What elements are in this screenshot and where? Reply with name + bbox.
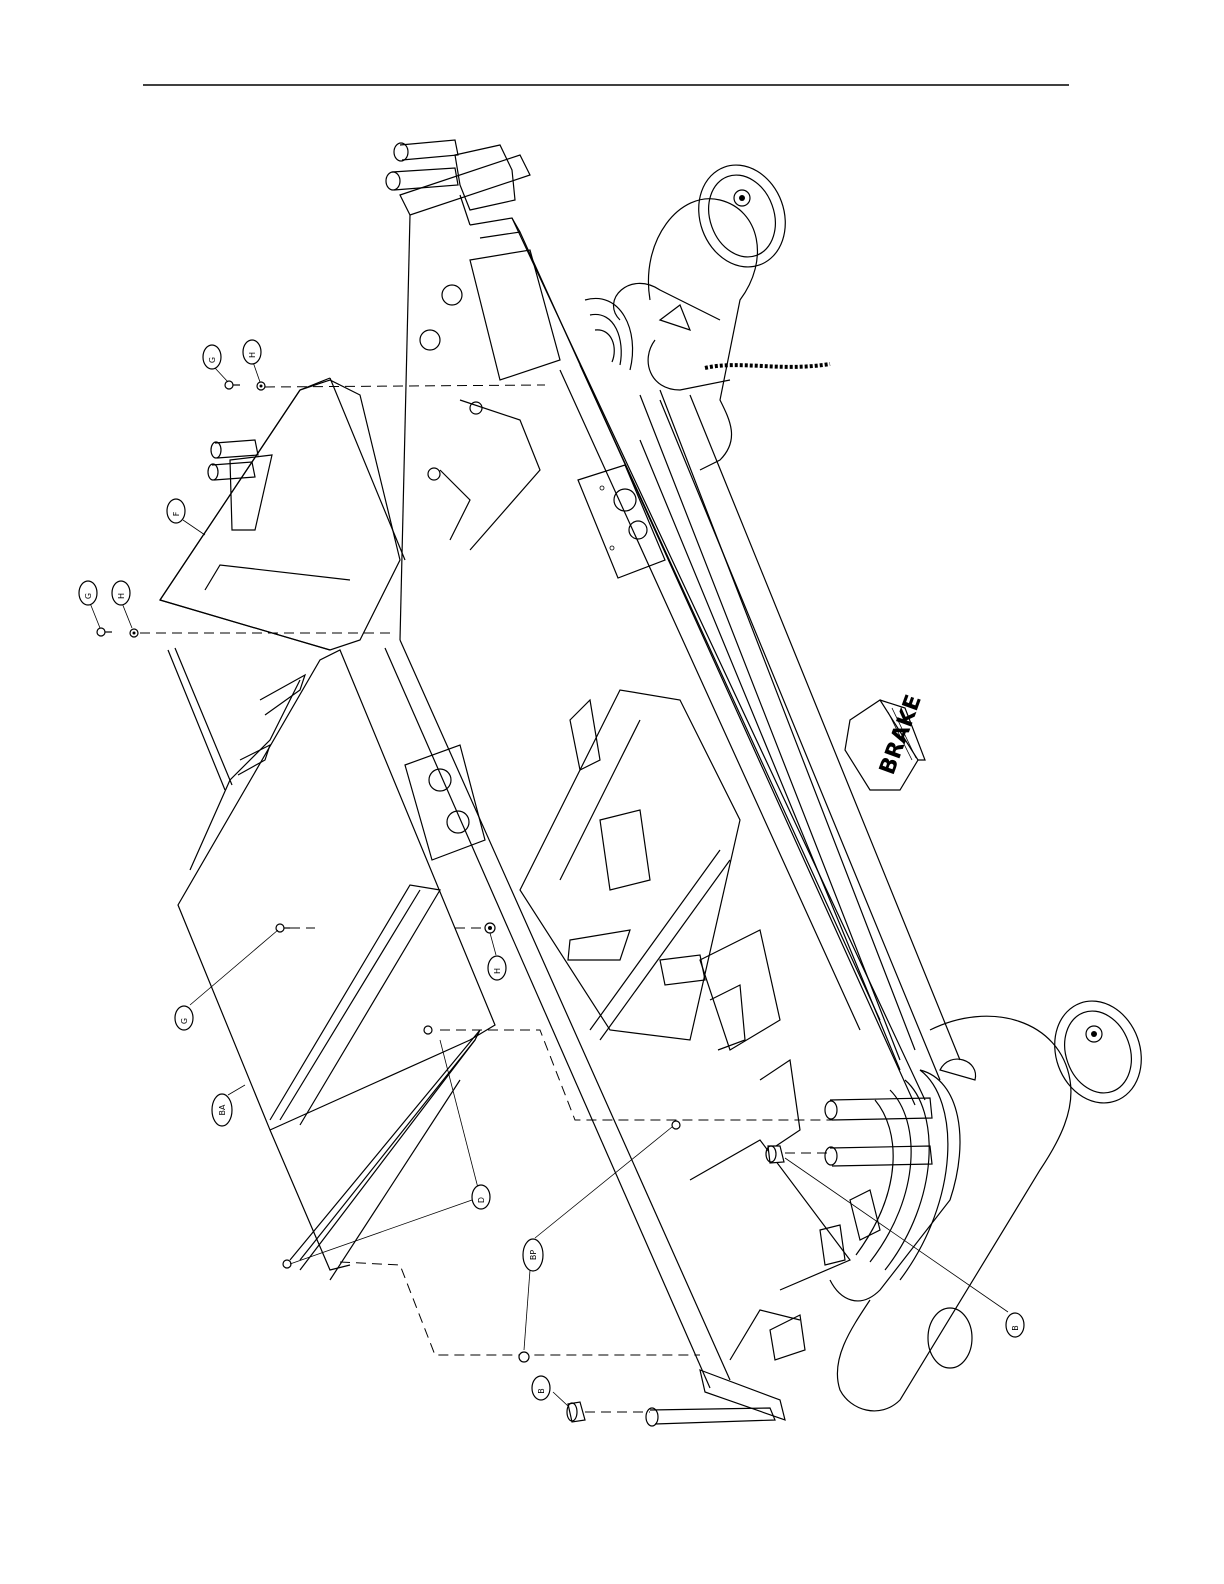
svg-text:F: F <box>172 511 181 516</box>
callout-ba: BA <box>212 1094 232 1126</box>
svg-text:H: H <box>248 352 257 358</box>
svg-text:G: G <box>208 357 217 363</box>
cover-panel-ba <box>178 650 495 1130</box>
callout-g-top: G <box>203 345 221 369</box>
plug-bp-frame <box>672 1121 680 1129</box>
svg-text:G: G <box>84 593 93 599</box>
caster-wheel-top <box>685 153 800 279</box>
svg-text:B: B <box>1011 1325 1020 1331</box>
foot-end-posts <box>646 1098 932 1426</box>
svg-text:B: B <box>537 1388 546 1394</box>
screw-g-left <box>97 628 112 636</box>
svg-text:BP: BP <box>529 1250 538 1260</box>
callout-h-mid: H <box>488 956 506 980</box>
head-section-bracket <box>420 250 560 550</box>
cover-panel-f <box>160 378 405 790</box>
svg-text:D: D <box>477 1197 486 1203</box>
screw-d-upper <box>424 1026 432 1034</box>
callout-h-top: H <box>243 340 261 364</box>
fasteners <box>97 381 784 1422</box>
callout-g-mid: G <box>175 1006 193 1030</box>
lift-bellows-top <box>585 298 633 370</box>
svg-text:BA: BA <box>218 1104 227 1115</box>
svg-text:H: H <box>117 593 126 599</box>
power-cord <box>705 364 830 368</box>
screw-d-lower <box>283 1260 291 1268</box>
bumper-b-right <box>766 1146 784 1163</box>
screw-g-top <box>225 381 240 389</box>
bumper-b-bottom <box>567 1402 585 1422</box>
head-end-posts <box>386 140 515 210</box>
svg-text:G: G <box>180 1018 189 1024</box>
callout-f: F <box>167 499 185 523</box>
callout-h-left: H <box>112 581 130 605</box>
foot-section-mechanism <box>520 690 880 1360</box>
washer-h-top <box>257 382 265 390</box>
callout-bp: BP <box>523 1239 543 1271</box>
washer-h-mid <box>485 923 495 933</box>
brake-pedal: BRAKE <box>845 692 927 790</box>
svg-text:H: H <box>493 968 502 974</box>
callout-g-left: G <box>79 581 97 605</box>
callout-d: D <box>472 1185 490 1209</box>
callout-b-bottom: B <box>532 1376 550 1400</box>
plug-bp <box>519 1352 529 1362</box>
callout-b-right: B <box>1006 1313 1024 1337</box>
screw-g-mid <box>276 924 290 932</box>
caster-wheel-bottom <box>1041 989 1156 1115</box>
main-frame <box>385 155 925 1420</box>
lift-bellows-bottom <box>856 1070 948 1280</box>
washer-h-left <box>130 629 138 637</box>
base-frame <box>614 199 1071 1411</box>
